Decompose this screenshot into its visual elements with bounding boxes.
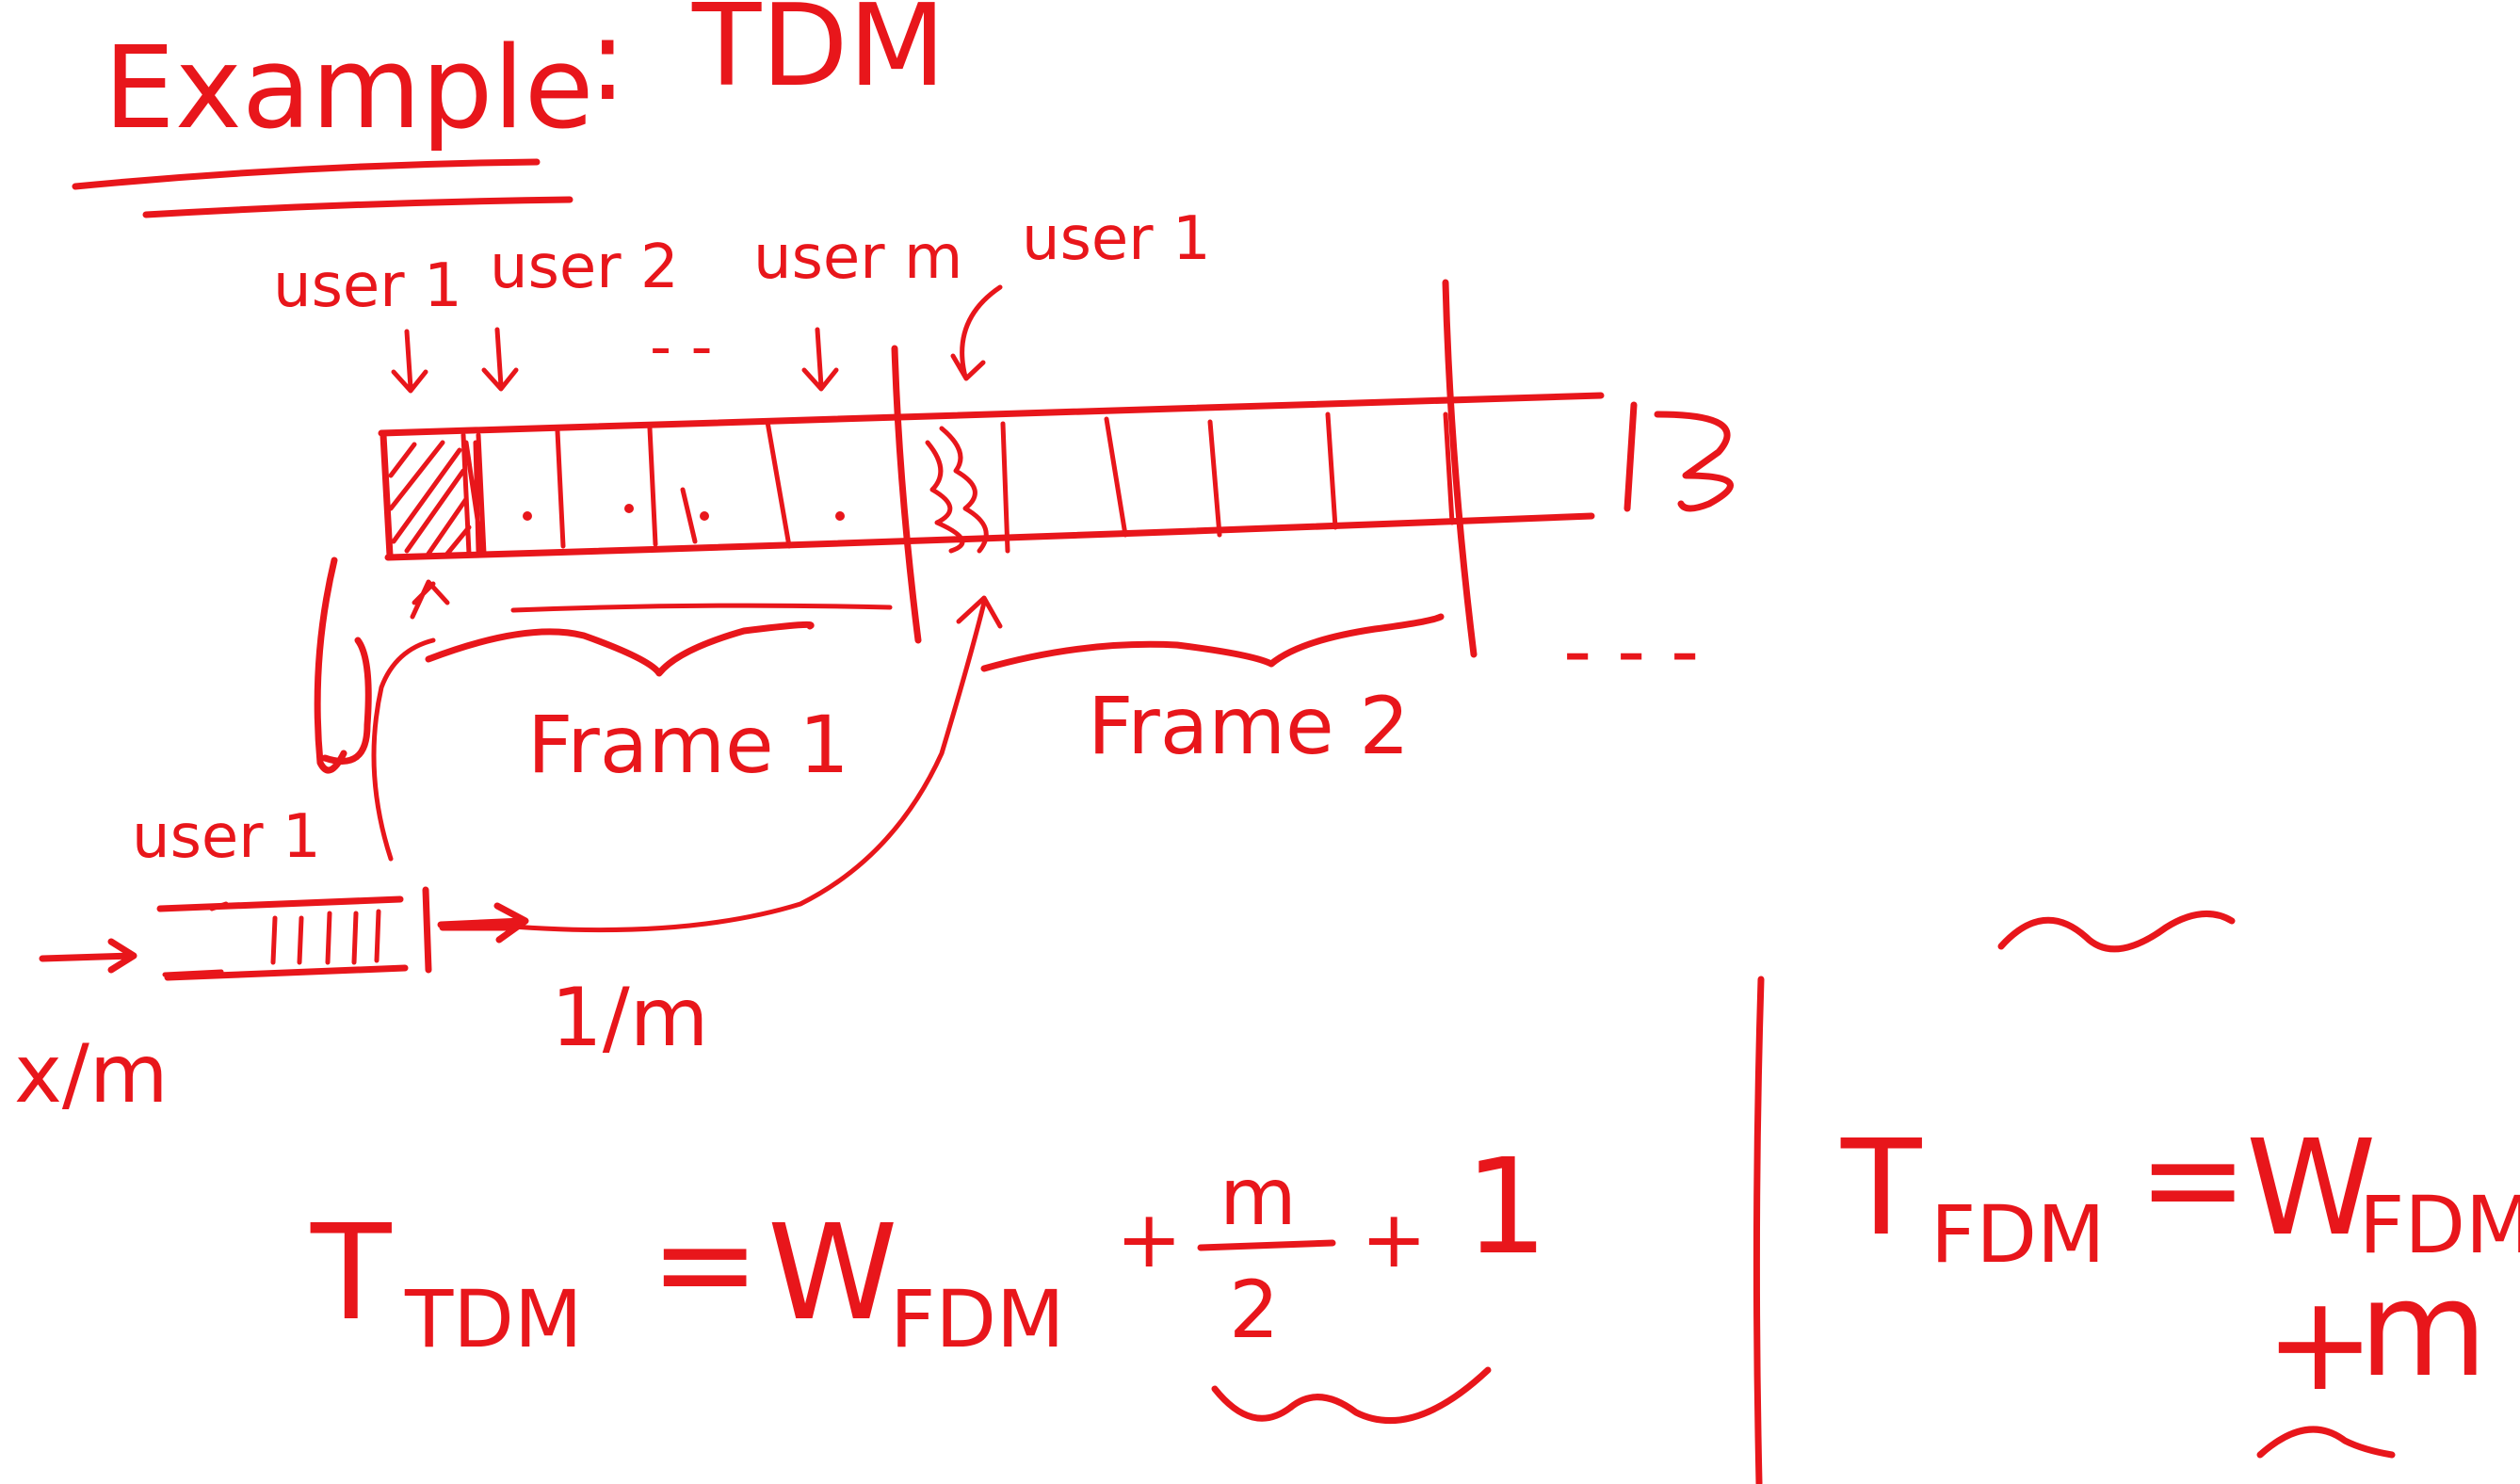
slot-dot (523, 511, 532, 521)
tdm-frac-num: m (1220, 1151, 1297, 1243)
user-1-slot-shading-frame-1 (388, 440, 485, 556)
queue-output-rate: 1/m (551, 971, 708, 1065)
slot-labels: user 1 user 2 - - user m user 1 (273, 204, 1211, 394)
queue-server-bar (422, 886, 432, 974)
fdm-squiggle (2256, 1426, 2396, 1459)
tdm-frac-bar (1197, 1239, 1336, 1251)
slot-divider (555, 428, 566, 549)
queue-input-arrow-icon (39, 938, 137, 974)
slot-divider (680, 487, 698, 544)
tdm-lhs-sub: TDM (404, 1273, 582, 1365)
slot-divider (1104, 416, 1128, 538)
input-queue: user 1 x/m 1/m (14, 802, 708, 1121)
curve-queue-to-slot-next (487, 600, 987, 933)
frame-annotations: Frame 1 Frame 2 - - - (425, 603, 1699, 791)
fdm-w: W (2246, 1112, 2376, 1266)
arrow-user-m-icon (801, 327, 839, 392)
vertical-divider (1753, 976, 1765, 1484)
slot-divider (1325, 411, 1338, 530)
title-underline-2 (142, 196, 573, 218)
frame-2-label: Frame 2 (1088, 680, 1410, 772)
tdm-lhs: T (310, 1197, 392, 1350)
slot-divider (1000, 421, 1010, 554)
fdm-equals: = (2138, 1103, 2248, 1256)
label-user-2: user 2 (490, 233, 679, 302)
slot-divider (1443, 411, 1455, 525)
title-underline-1 (72, 158, 541, 190)
arrowhead-slot-1-icon (410, 579, 450, 620)
fdm-w-sub: FDM (2359, 1179, 2520, 1271)
slot-divider (647, 426, 658, 547)
frames-continuation: - - - (1563, 605, 1699, 697)
queue-packets (270, 909, 381, 965)
frame-1-brace (425, 621, 815, 677)
tdm-squiggle (1211, 1366, 1492, 1425)
arrow-user-1-next-icon (950, 284, 1003, 381)
strip-left-edge (380, 431, 394, 559)
arrowhead-slot-next-icon (956, 595, 1003, 629)
title-topic: TDM (691, 0, 945, 112)
queue-top-edge (156, 895, 404, 912)
slot-dot (835, 511, 845, 521)
tdm-w: W (767, 1197, 897, 1350)
strip-bottom-edge (384, 512, 1595, 561)
tdm-slot-strip (378, 279, 1734, 658)
equation-tdm: T TDM = W FDM + m 2 + 1 (310, 1131, 1548, 1425)
slot-divider (476, 432, 487, 556)
frame-2-brace (980, 613, 1445, 672)
slot-divider (765, 419, 792, 549)
connection-curves (314, 556, 1003, 933)
frame-boundary-2 (1442, 279, 1478, 658)
left-brace (314, 556, 372, 774)
tdm-plus-1: + (1116, 1193, 1182, 1285)
user-1-slot-shading-frame-2 (925, 426, 989, 554)
queue-output-arrow-icon (437, 902, 529, 944)
arrow-user-2-icon (481, 327, 519, 392)
fdm-m: m (2359, 1253, 2487, 1407)
slot-divider (460, 432, 472, 556)
frame-boundary-1 (891, 345, 922, 644)
tdm-one: 1 (1464, 1131, 1548, 1284)
arrow-user-1-icon (391, 329, 428, 394)
fdm-lhs-sub: FDM (1930, 1188, 2105, 1281)
label-user-1-next: user 1 (1022, 204, 1211, 274)
slot-dot (700, 511, 709, 521)
tdm-frac-den: 2 (1229, 1264, 1279, 1356)
queue-bottom-edge (164, 964, 409, 981)
strip-end-brace-icon (1654, 411, 1734, 512)
label-user-1: user 1 (273, 251, 462, 321)
tdm-plus-2: + (1361, 1193, 1427, 1285)
title-colon: : (589, 0, 626, 126)
strip-end-mark (1623, 401, 1638, 512)
frame-1-span-line (510, 603, 893, 613)
queue-edge-strokes (162, 901, 229, 977)
fdm-plus: + (2265, 1267, 2375, 1421)
equation-fdm: T FDM = W FDM + m (1840, 910, 2520, 1459)
queue-input-rate: x/m (14, 1027, 169, 1121)
fdm-lhs: T (1840, 1112, 1922, 1266)
title: Example : TDM (72, 0, 945, 218)
frame-1-label: Frame 1 (527, 699, 849, 791)
slot-dot (624, 504, 634, 513)
strip-top-edge (378, 392, 1605, 437)
curve-queue-to-slot-1 (371, 637, 436, 862)
tdm-equals: = (650, 1187, 760, 1341)
queue-label: user 1 (132, 802, 321, 872)
title-word: Example (104, 24, 594, 154)
label-dots: - - (650, 313, 713, 382)
tdm-w-sub: FDM (890, 1273, 1064, 1365)
fdm-top-squiggle (1997, 910, 2236, 953)
label-user-m: user m (753, 223, 962, 293)
slot-divider (1207, 419, 1222, 538)
